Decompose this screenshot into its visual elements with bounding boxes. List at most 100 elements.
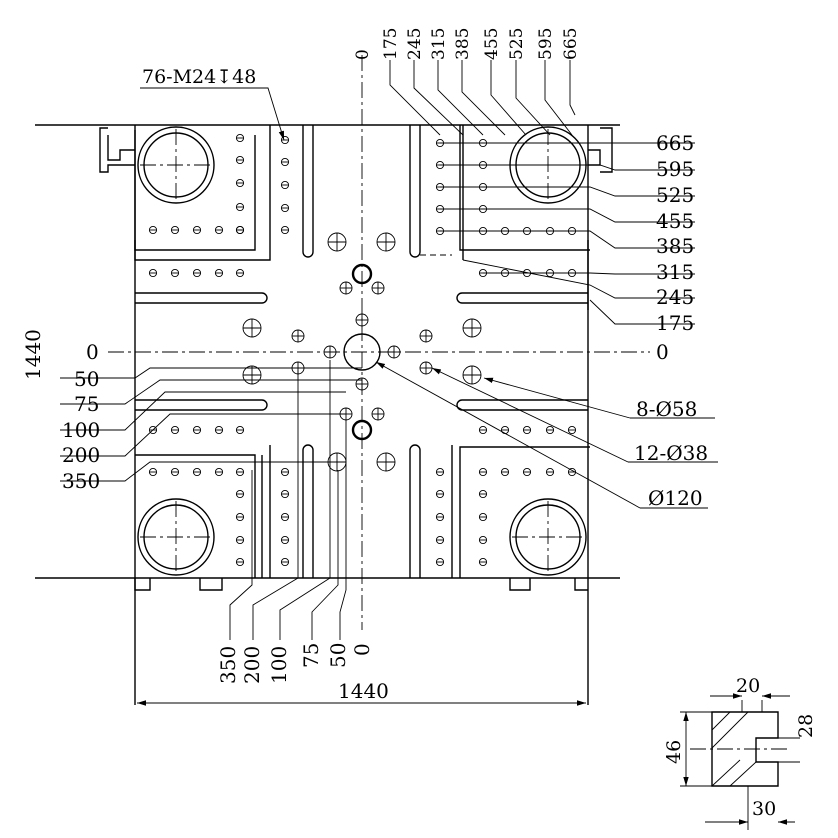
tapped-hole xyxy=(567,425,577,435)
tapped-hole xyxy=(235,489,245,499)
tapped-hole xyxy=(170,467,180,477)
tapped-hole xyxy=(478,512,488,522)
tapped-hole xyxy=(214,467,224,477)
tapped-hole xyxy=(280,557,290,567)
tapped-hole xyxy=(478,425,488,435)
detail-dim-28: 28 xyxy=(795,714,817,738)
right-dim-385: 385 xyxy=(656,234,694,258)
top-dim-525: 525 xyxy=(507,28,527,60)
right-dim-455: 455 xyxy=(656,209,694,233)
tapped-hole xyxy=(235,467,245,477)
tapped-hole xyxy=(148,268,158,278)
center-bore xyxy=(343,333,381,371)
tapped-hole xyxy=(280,535,290,545)
tapped-hole xyxy=(148,225,158,235)
tapped-hole xyxy=(280,135,290,145)
tapped-hole xyxy=(235,557,245,567)
tapped-hole xyxy=(192,467,202,477)
centerlines xyxy=(108,55,650,630)
bottom-dim-0: 0 xyxy=(350,643,374,656)
top-dim-595: 595 xyxy=(536,28,556,60)
bottom-dim-75: 75 xyxy=(299,643,323,668)
tapped-hole xyxy=(545,425,555,435)
overall-height-label: 1440 xyxy=(21,329,45,380)
tapped-hole xyxy=(170,225,180,235)
tapped-hole xyxy=(192,225,202,235)
tapped-hole xyxy=(522,467,532,477)
tapped-holes xyxy=(148,133,577,567)
tapped-hole xyxy=(435,489,445,499)
callouts: 76-M24↧48 8-Ø58 12-Ø38 Ø120 xyxy=(140,66,718,510)
tapped-hole xyxy=(280,225,290,235)
right-dim-175: 175 xyxy=(656,311,694,335)
detail-dim-20: 20 xyxy=(736,675,760,697)
tie-bar-bosses xyxy=(99,125,613,578)
tapped-hole xyxy=(280,489,290,499)
tapped-hole xyxy=(192,425,202,435)
bottom-dim-200: 200 xyxy=(240,646,264,684)
tapped-hole xyxy=(235,512,245,522)
tapped-hole xyxy=(522,425,532,435)
callout-8-58: 8-Ø58 xyxy=(636,397,697,421)
top-dim-315: 315 xyxy=(429,28,449,60)
bottom-dim-50: 50 xyxy=(326,643,350,668)
tapped-hole xyxy=(235,178,245,188)
tapped-hole xyxy=(170,268,180,278)
tapped-hole xyxy=(280,203,290,213)
top-dim-245: 245 xyxy=(405,28,425,60)
tapped-hole xyxy=(192,268,202,278)
tapped-hole xyxy=(435,557,445,567)
tapped-hole xyxy=(235,155,245,165)
detail-dim-46: 46 xyxy=(663,740,685,764)
right-dimension-group: 665 595 525 455 385 315 245 175 0 xyxy=(440,131,695,364)
tapped-hole xyxy=(214,425,224,435)
right-dim-0: 0 xyxy=(656,340,669,364)
tapped-hole xyxy=(545,467,555,477)
tapped-hole xyxy=(280,180,290,190)
bottom-dim-100: 100 xyxy=(267,646,291,684)
right-dim-245: 245 xyxy=(656,285,694,309)
tapped-hole xyxy=(500,425,510,435)
top-dimension-group: 0 175 245 315 385 455 525 595 665 xyxy=(353,28,581,136)
tapped-hole xyxy=(478,467,488,477)
tapped-hole xyxy=(235,133,245,143)
tapped-hole xyxy=(214,268,224,278)
top-dim-0: 0 xyxy=(353,49,373,60)
tapped-hole xyxy=(214,225,224,235)
tapped-hole xyxy=(435,512,445,522)
tapped-hole xyxy=(235,535,245,545)
platen-outline xyxy=(35,124,620,705)
bottom-dim-350: 350 xyxy=(216,646,240,684)
right-dim-315: 315 xyxy=(656,260,694,284)
top-dim-455: 455 xyxy=(482,28,502,60)
tapped-hole xyxy=(235,202,245,212)
t-slots xyxy=(135,125,588,578)
tapped-hole xyxy=(280,467,290,477)
detail-dim-30: 30 xyxy=(752,798,776,820)
tapped-hole xyxy=(478,557,488,567)
left-dim-0: 0 xyxy=(86,340,99,364)
left-dimension-group: 0 50 75 100 200 350 xyxy=(60,340,362,493)
tapped-hole xyxy=(148,467,158,477)
callout-120: Ø120 xyxy=(648,486,703,510)
tapped-hole xyxy=(478,489,488,499)
tapped-hole xyxy=(235,225,245,235)
right-dim-525: 525 xyxy=(656,183,694,207)
callout-12-38: 12-Ø38 xyxy=(634,441,708,465)
top-dim-175: 175 xyxy=(381,28,401,60)
tapped-hole xyxy=(280,157,290,167)
tapped-hole xyxy=(235,425,245,435)
tapped-hole xyxy=(280,512,290,522)
left-dim-200: 200 xyxy=(62,443,100,467)
tapped-hole xyxy=(478,535,488,545)
tapped-hole xyxy=(170,425,180,435)
tapped-hole xyxy=(435,467,445,477)
overall-dimensions: 1440 1440 xyxy=(21,329,586,706)
t-slot-detail: 20 28 46 30 xyxy=(663,675,817,830)
top-dim-385: 385 xyxy=(453,28,473,60)
top-dim-665: 665 xyxy=(561,28,581,60)
bottom-dimension-group: 350 200 100 75 50 0 xyxy=(216,360,374,684)
tapped-hole xyxy=(500,467,510,477)
overall-width-label: 1440 xyxy=(338,679,389,703)
